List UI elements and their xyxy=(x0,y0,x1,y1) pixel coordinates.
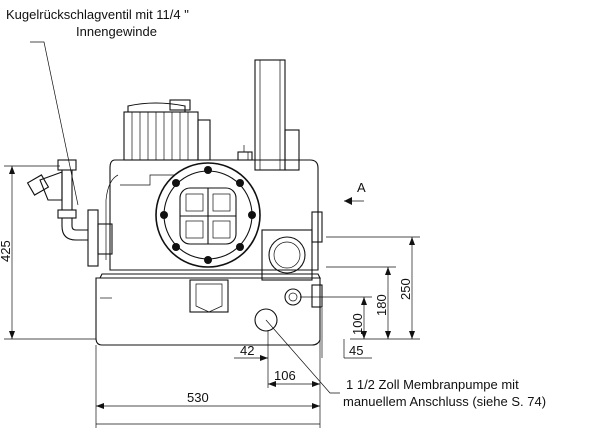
dimension-100-label: 100 xyxy=(350,313,365,335)
motor xyxy=(123,99,211,161)
pump-callout-line2: manuellem Anschluss (siehe S. 74) xyxy=(343,394,547,409)
inspection-cover xyxy=(155,162,261,268)
vent-pipe xyxy=(254,59,300,171)
pump-callout-line1: 1 1/2 Zoll Membranpumpe mit xyxy=(346,377,519,392)
dimension-42 xyxy=(234,330,269,362)
valve-callout-line2: Innengewinde xyxy=(76,24,157,39)
dimension-106-label: 106 xyxy=(274,368,296,383)
upper-housing xyxy=(105,145,319,271)
dimension-180 xyxy=(326,266,396,339)
dimension-height-total xyxy=(4,165,96,340)
view-marker-label: A xyxy=(357,180,366,195)
dimension-height-total-label: 425 xyxy=(0,240,13,262)
dimension-45 xyxy=(321,308,372,359)
valve-callout-line1: Kugelrückschlagventil mit 11/4 " xyxy=(6,7,189,22)
dimension-106 xyxy=(267,340,321,388)
side-inlet xyxy=(261,211,323,308)
collection-tank xyxy=(95,273,321,346)
dimension-250-label: 250 xyxy=(398,278,413,300)
dimension-42-label: 42 xyxy=(240,343,255,358)
dimension-45-label: 45 xyxy=(349,343,364,358)
pump-leader xyxy=(265,319,340,394)
dimension-530-label: 530 xyxy=(187,390,209,405)
check-valve xyxy=(26,159,113,267)
dimension-100 xyxy=(300,296,372,339)
valve-leader xyxy=(30,41,79,206)
dimension-250 xyxy=(326,236,420,340)
view-arrow xyxy=(344,197,364,205)
dimension-530 xyxy=(95,345,321,428)
dimension-180-label: 180 xyxy=(374,294,389,316)
